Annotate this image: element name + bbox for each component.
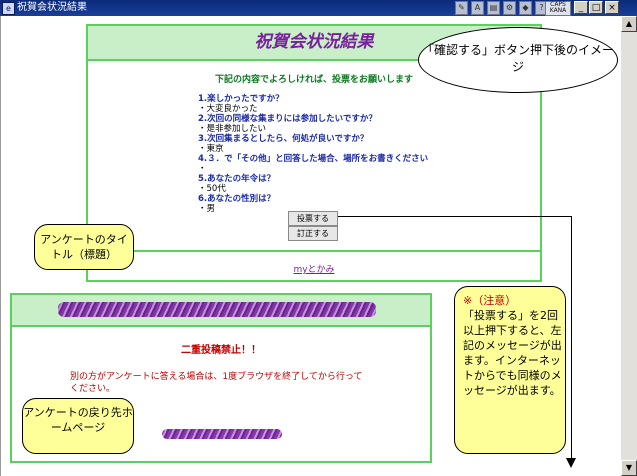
answer: ・大変良かった [198, 104, 258, 114]
answer: ・50代 [198, 184, 226, 194]
survey-title-callout: アンケートのタイトル（標題） [34, 224, 134, 270]
vertical-scrollbar[interactable]: ▲ ▼ [621, 16, 637, 476]
page-content [0, 16, 620, 476]
question: 3.次回集まるとしたら、何処が良いですか？ [198, 134, 369, 144]
page-title: 祝賀会状況結果 [254, 32, 374, 52]
note-heading: ※（注意） [463, 294, 517, 307]
toolbar-icons: ✎ A ▤ ⚙ ◆ ? [455, 1, 548, 15]
return-page-callout: アンケートの戻り先ホームページ [22, 398, 134, 454]
settings-icon[interactable]: ⚙ [503, 1, 516, 15]
warning-panel: 二重投稿禁止！！ 別の方がアンケートに答える場合は、1度ブラウザを終了してから行… [10, 293, 432, 463]
scroll-up-icon[interactable]: ▲ [621, 16, 637, 32]
answer-list: 1.楽しかったですか？ ・大変良かった 2.次回の同様な集まりには参加したいです… [198, 94, 428, 214]
answer: ・ [198, 164, 207, 174]
question: 1.楽しかったですか？ [198, 94, 284, 104]
fix-button[interactable]: 訂正する [288, 226, 338, 241]
confirm-callout: 「確認する」ボタン押下後のイメージ [418, 27, 618, 93]
note-body: 「投票する」を2回以上押下すると、左記のメッセージが出ます。インターネットからで… [463, 309, 562, 397]
home-link[interactable]: myとかみ [293, 265, 335, 275]
warning-message: 別の方がアンケートに答える場合は、1度ブラウザを終了してから行ってください。 [70, 372, 363, 394]
connector-line [571, 216, 572, 462]
app-icon: e [2, 2, 15, 15]
window-titlebar: e 祝賀会状況結果 ✎ A ▤ ⚙ ◆ ? CAPS KANA _ □ × [0, 0, 637, 16]
intro-text: 下記の内容でよろしければ、投票をお願いします [214, 75, 413, 85]
question: 5.あなたの年令は？ [198, 174, 276, 184]
tool-icon[interactable]: ◆ [519, 1, 532, 15]
connector-line [338, 216, 572, 217]
font-icon[interactable]: A [471, 1, 484, 15]
minimize-button[interactable]: _ [574, 1, 588, 14]
redacted-link[interactable] [162, 429, 282, 439]
result-panel-footer: myとかみ [88, 250, 540, 280]
answer: ・東京 [198, 144, 224, 154]
close-button[interactable]: × [605, 1, 619, 14]
redacted-title [58, 302, 376, 317]
question: 2.次回の同様な集まりには参加したいですか？ [198, 114, 377, 124]
window-title: 祝賀会状況結果 [17, 2, 87, 13]
dictionary-icon[interactable]: ▤ [487, 1, 500, 15]
scroll-down-icon[interactable]: ▼ [621, 460, 637, 476]
warning-title: 二重投稿禁止！！ [181, 345, 261, 356]
pen-icon[interactable]: ✎ [455, 1, 468, 15]
confirm-callout-text: 「確認する」ボタン押下後のイメージ [421, 43, 614, 74]
warning-panel-header [12, 295, 430, 327]
answer: ・男 [198, 204, 216, 214]
maximize-button[interactable]: □ [589, 1, 603, 14]
vote-button[interactable]: 投票する [288, 211, 338, 226]
ime-indicator: CAPS KANA [545, 1, 571, 16]
arrow-down-icon [566, 458, 576, 468]
question: 4.３．で「その他」と回答した場合、場所をお書きください [198, 154, 429, 164]
answer: ・是非参加したい [198, 124, 267, 134]
note-callout: ※（注意） 「投票する」を2回以上押下すると、左記のメッセージが出ます。インター… [454, 286, 566, 454]
question: 6.あなたの性別は？ [198, 194, 276, 204]
